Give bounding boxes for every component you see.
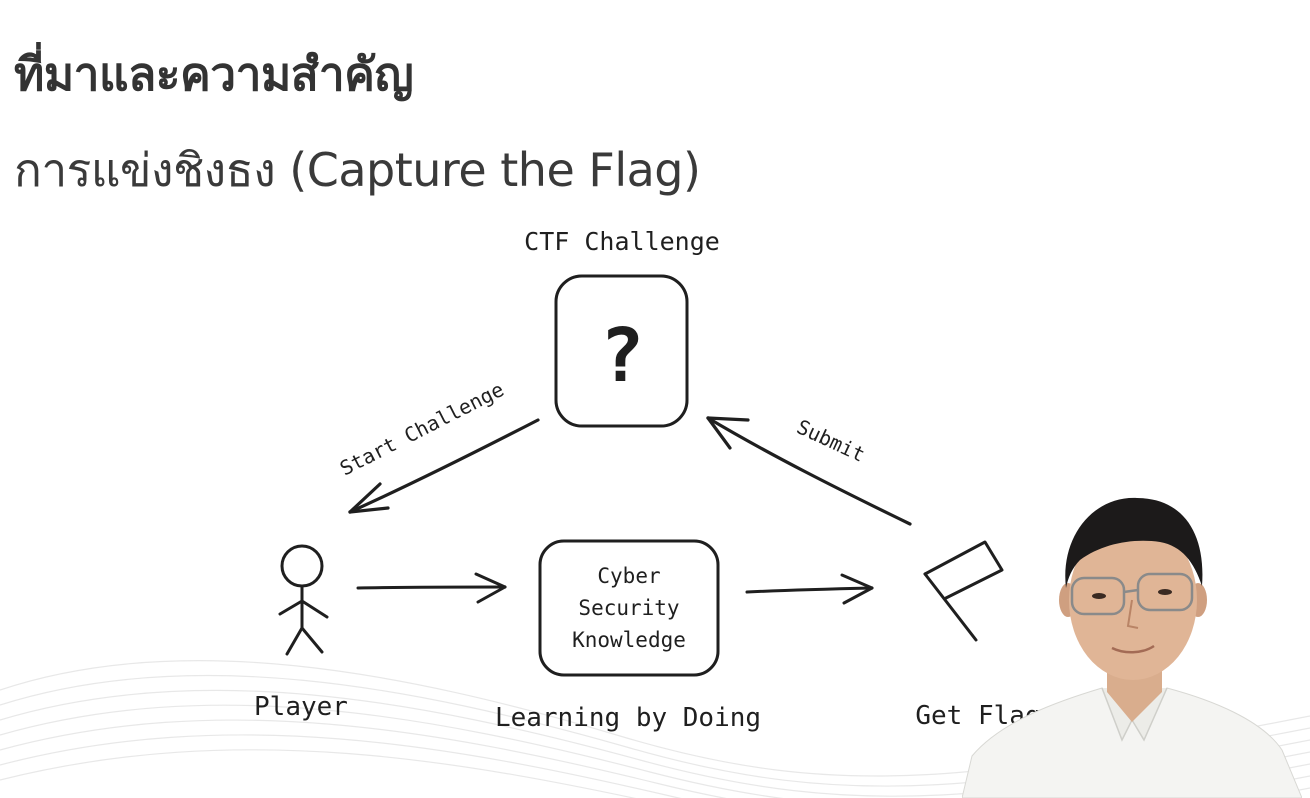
knowledge-box [538, 539, 720, 677]
presenter-webcam [962, 497, 1302, 798]
stick-figure-icon [278, 544, 329, 656]
knowledge-to-flag-arrow [745, 573, 874, 605]
ctf-challenge-label: CTF Challenge [524, 227, 720, 256]
submit-label: Submit [793, 415, 869, 467]
page-subtitle: การแข่งชิงธง (Capture the Flag) [14, 143, 701, 197]
submit-arrow [706, 416, 912, 526]
question-mark-icon: ? [600, 313, 645, 399]
page-title: ที่มาและความสำคัญ [14, 47, 414, 101]
start-challenge-label: Start Challenge [336, 377, 508, 480]
start-challenge-arrow [348, 418, 540, 514]
knowledge-line-2: Security [578, 596, 679, 620]
knowledge-line-3: Knowledge [572, 628, 686, 652]
learning-label: Learning by Doing [495, 703, 761, 733]
player-label: Player [254, 692, 348, 722]
player-to-knowledge-arrow [356, 572, 507, 604]
challenge-box [554, 274, 689, 428]
knowledge-line-1: Cyber [597, 564, 660, 588]
flag-icon [923, 540, 1004, 642]
